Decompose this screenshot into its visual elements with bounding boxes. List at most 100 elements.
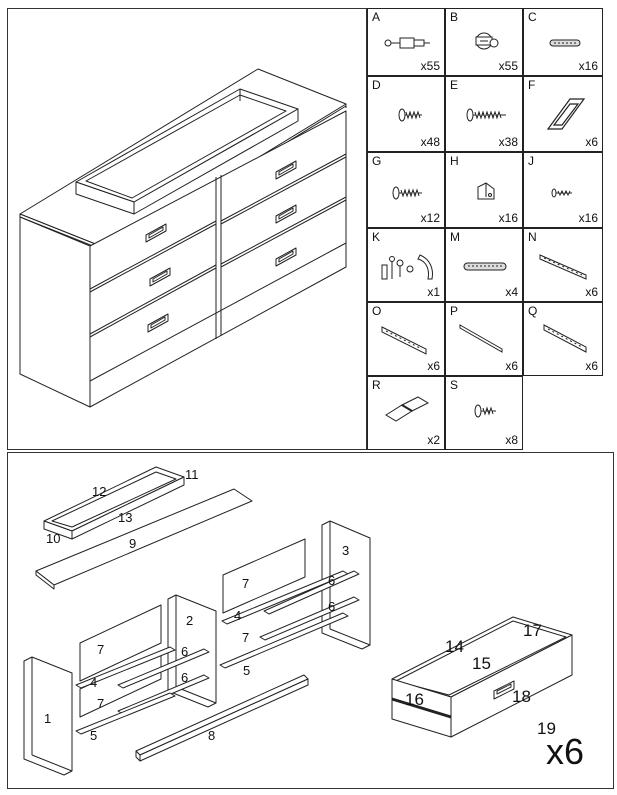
part-label-6: 6 [328, 573, 336, 588]
assembled-dresser-panel [7, 8, 367, 450]
large-dowel-icon [463, 262, 507, 271]
part-label-6: 6 [181, 644, 189, 659]
drawer-handle-icon [546, 98, 586, 130]
drawer-slide-icon [539, 254, 587, 280]
pan-screw-icon [474, 404, 496, 418]
exploded-parts-panel [7, 452, 614, 789]
drawer-slide-left-icon [381, 326, 427, 355]
part-label-5: 5 [243, 663, 251, 678]
hardware-cell-c: C x16 [523, 8, 603, 76]
hardware-cell-m: M x4 [445, 228, 523, 302]
hardware-cell-s: S x8 [445, 376, 523, 450]
short-screw-icon [398, 108, 422, 122]
hardware-quantity: x55 [420, 59, 440, 73]
part-label-6: 6 [328, 599, 336, 614]
hardware-letter: Q [528, 304, 538, 318]
hardware-quantity: x4 [505, 285, 518, 299]
hardware-letter: S [450, 378, 459, 392]
part-label-6: 6 [181, 670, 189, 685]
hardware-quantity: x55 [498, 59, 518, 73]
part-label-11: 11 [185, 467, 199, 482]
hardware-cell-r: R x2 [367, 376, 445, 450]
hardware-quantity: x6 [585, 359, 598, 373]
hinge-icon [385, 396, 430, 422]
hardware-cell-e: E x38 [445, 76, 523, 152]
hardware-cell-a: A x55 [367, 8, 445, 76]
hardware-quantity: x16 [498, 211, 518, 225]
part-label-17: 17 [523, 621, 542, 640]
part-label-5: 5 [90, 728, 98, 743]
exploded-parts-illustration [23, 466, 573, 776]
hardware-cell-q: Q x6 [523, 302, 603, 376]
hardware-quantity: x6 [585, 135, 598, 149]
small-screw-icon [551, 188, 572, 198]
part-label-13: 13 [118, 510, 133, 525]
part-label-7: 7 [97, 696, 105, 711]
wooden-dowel-icon [549, 39, 581, 47]
hardware-quantity: x2 [427, 433, 440, 447]
part-label-2: 2 [186, 613, 194, 628]
hardware-letter: K [372, 230, 381, 244]
long-screw-icon [466, 108, 506, 122]
hardware-quantity: x6 [585, 285, 598, 299]
hardware-letter: C [528, 10, 537, 24]
cam-lock-icon [475, 32, 499, 50]
hardware-letter: H [450, 154, 459, 168]
hardware-quantity: x6 [505, 359, 518, 373]
part-label-14: 14 [445, 637, 464, 656]
hardware-cell-p: P x6 [445, 302, 523, 376]
hardware-cell-o: O x6 [367, 302, 445, 376]
metal-rod-icon [459, 324, 503, 353]
hardware-letter: F [528, 78, 536, 92]
part-label-4: 4 [90, 675, 98, 690]
hardware-letter: P [450, 304, 459, 318]
hardware-cell-n: N x6 [523, 228, 603, 302]
hardware-cell-k: K x1 [367, 228, 445, 302]
hardware-quantity: x1 [427, 285, 440, 299]
hardware-letter: R [372, 378, 381, 392]
part-label-1: 1 [44, 711, 52, 726]
hardware-letter: A [372, 10, 381, 24]
hardware-letter: E [450, 78, 459, 92]
dresser-illustration [19, 68, 347, 408]
hardware-quantity: x38 [498, 135, 518, 149]
hardware-cell-h: H x16 [445, 152, 523, 228]
hardware-quantity: x16 [578, 211, 598, 225]
screw-icon [392, 186, 422, 200]
part-label-12: 12 [92, 484, 107, 499]
part-label-7: 7 [242, 630, 250, 645]
hardware-letter: B [450, 10, 459, 24]
cam-bolt-icon [384, 37, 430, 49]
hardware-letter: M [450, 230, 460, 244]
part-label-9: 9 [129, 536, 137, 551]
part-label-4: 4 [234, 608, 242, 623]
drawer-slide-right-icon [543, 324, 587, 353]
drawer-quantity-label: x6 [546, 731, 585, 772]
hardware-quantity: x6 [427, 359, 440, 373]
hardware-quantity: x48 [420, 135, 440, 149]
hardware-cell-b: B x55 [445, 8, 523, 76]
part-label-16: 16 [405, 690, 424, 709]
hardware-letter: N [528, 230, 537, 244]
hardware-letter: O [372, 304, 382, 318]
part-label-7: 7 [97, 642, 105, 657]
hardware-quantity: x8 [505, 433, 518, 447]
hardware-cell-d: D x48 [367, 76, 445, 152]
hardware-cell-f: F x6 [523, 76, 603, 152]
hardware-letter: J [528, 154, 534, 168]
hardware-quantity: x12 [420, 211, 440, 225]
part-label-3: 3 [342, 543, 350, 558]
wall-anchor-kit-icon [381, 254, 433, 280]
part-label-15: 15 [472, 654, 491, 673]
part-label-7: 7 [242, 576, 250, 591]
hardware-letter: G [372, 154, 382, 168]
hardware-quantity: x16 [578, 59, 598, 73]
part-label-19: 19 [537, 719, 556, 738]
part-label-18: 18 [512, 687, 531, 706]
hardware-cell-j: J x16 [523, 152, 603, 228]
corner-bracket-icon [477, 182, 495, 200]
part-label-8: 8 [208, 728, 216, 743]
hardware-letter: D [372, 78, 381, 92]
part-label-10: 10 [46, 531, 61, 546]
